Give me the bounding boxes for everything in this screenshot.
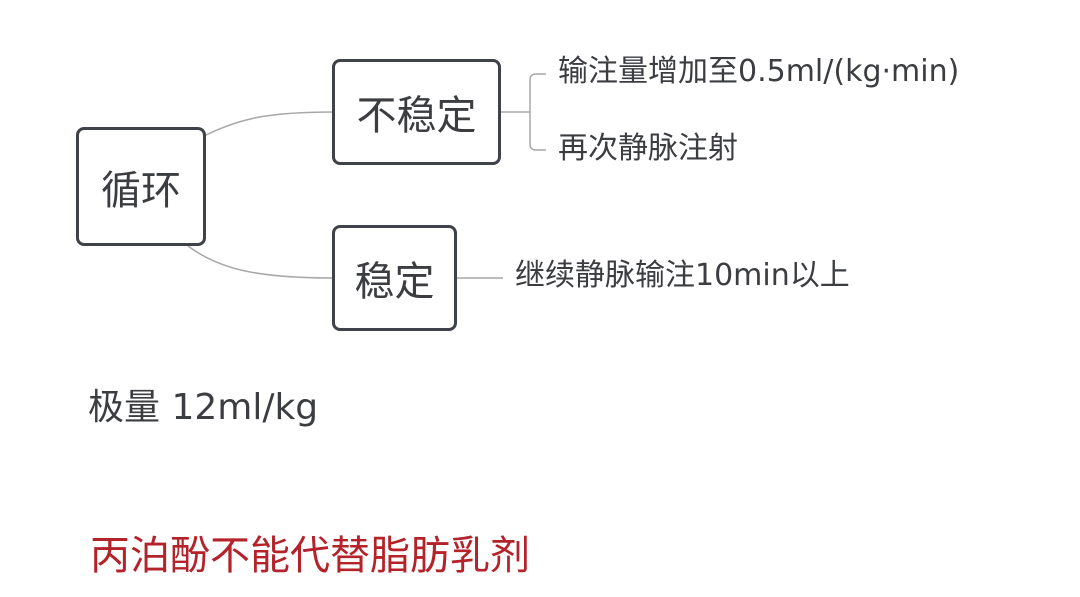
root-node[interactable]: 循环 [76, 127, 206, 246]
leaf-continue-infusion[interactable]: 继续静脉输注10min以上 [515, 258, 850, 293]
branch-node-unstable-label: 不稳定 [356, 93, 477, 139]
branch-node-unstable[interactable]: 不稳定 [332, 59, 501, 165]
branch-node-stable-label: 稳定 [354, 259, 435, 305]
max-dose-note: 极量 12ml/kg [88, 387, 319, 428]
branch-node-stable[interactable]: 稳定 [332, 225, 457, 331]
warning-note: 丙泊酚不能代替脂肪乳剂 [90, 533, 530, 579]
root-node-label: 循环 [101, 167, 181, 214]
leaf-repeat-iv-injection[interactable]: 再次静脉注射 [558, 131, 738, 166]
leaf-increase-infusion[interactable]: 输注量增加至0.5ml/(kg·min) [558, 54, 960, 89]
